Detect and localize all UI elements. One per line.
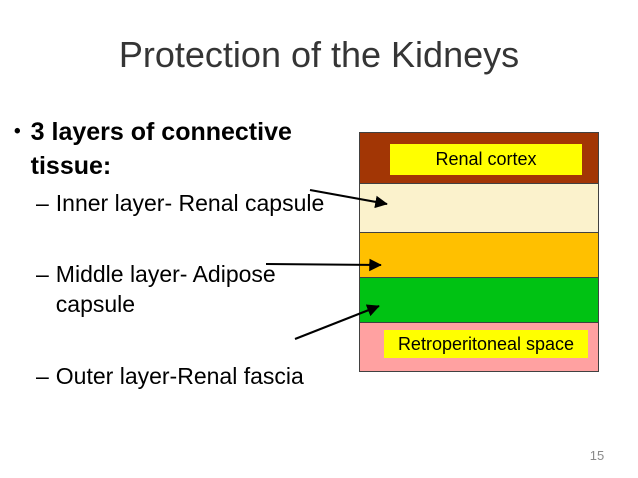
- page-number: 15: [589, 448, 605, 463]
- dash-marker: –: [36, 363, 49, 389]
- sub-bullet-outer-layer: – Outer layer-Renal fascia: [36, 361, 366, 391]
- layer-renal-fascia: [360, 277, 598, 322]
- sub-bullet-text: Outer layer-Renal fascia: [55, 363, 304, 389]
- sub-bullet-text: Inner layer- Renal capsule: [55, 190, 325, 216]
- sub-bullet-middle-layer: – Middle layer- Adipose capsule: [36, 259, 366, 319]
- sub-bullet-text: Middle layer- Adipose capsule: [55, 261, 276, 317]
- layer-adipose-capsule: [360, 232, 598, 277]
- layer-renal-capsule: [360, 183, 598, 232]
- bullet-item-main: • 3 layers of connective tissue:: [14, 115, 344, 183]
- dash-marker: –: [36, 261, 49, 287]
- sub-bullet-inner-layer: – Inner layer- Renal capsule: [36, 188, 366, 218]
- slide-title: Protection of the Kidneys: [118, 34, 520, 75]
- dash-marker: –: [36, 190, 49, 216]
- bullet-text: 3 layers of connective tissue:: [30, 118, 292, 180]
- kidney-layers-diagram: Renal cortex Retroperitoneal space: [359, 132, 599, 372]
- bullet-marker: •: [14, 121, 21, 142]
- label-renal-cortex: Renal cortex: [390, 144, 582, 175]
- label-retroperitoneal-space: Retroperitoneal space: [384, 330, 588, 358]
